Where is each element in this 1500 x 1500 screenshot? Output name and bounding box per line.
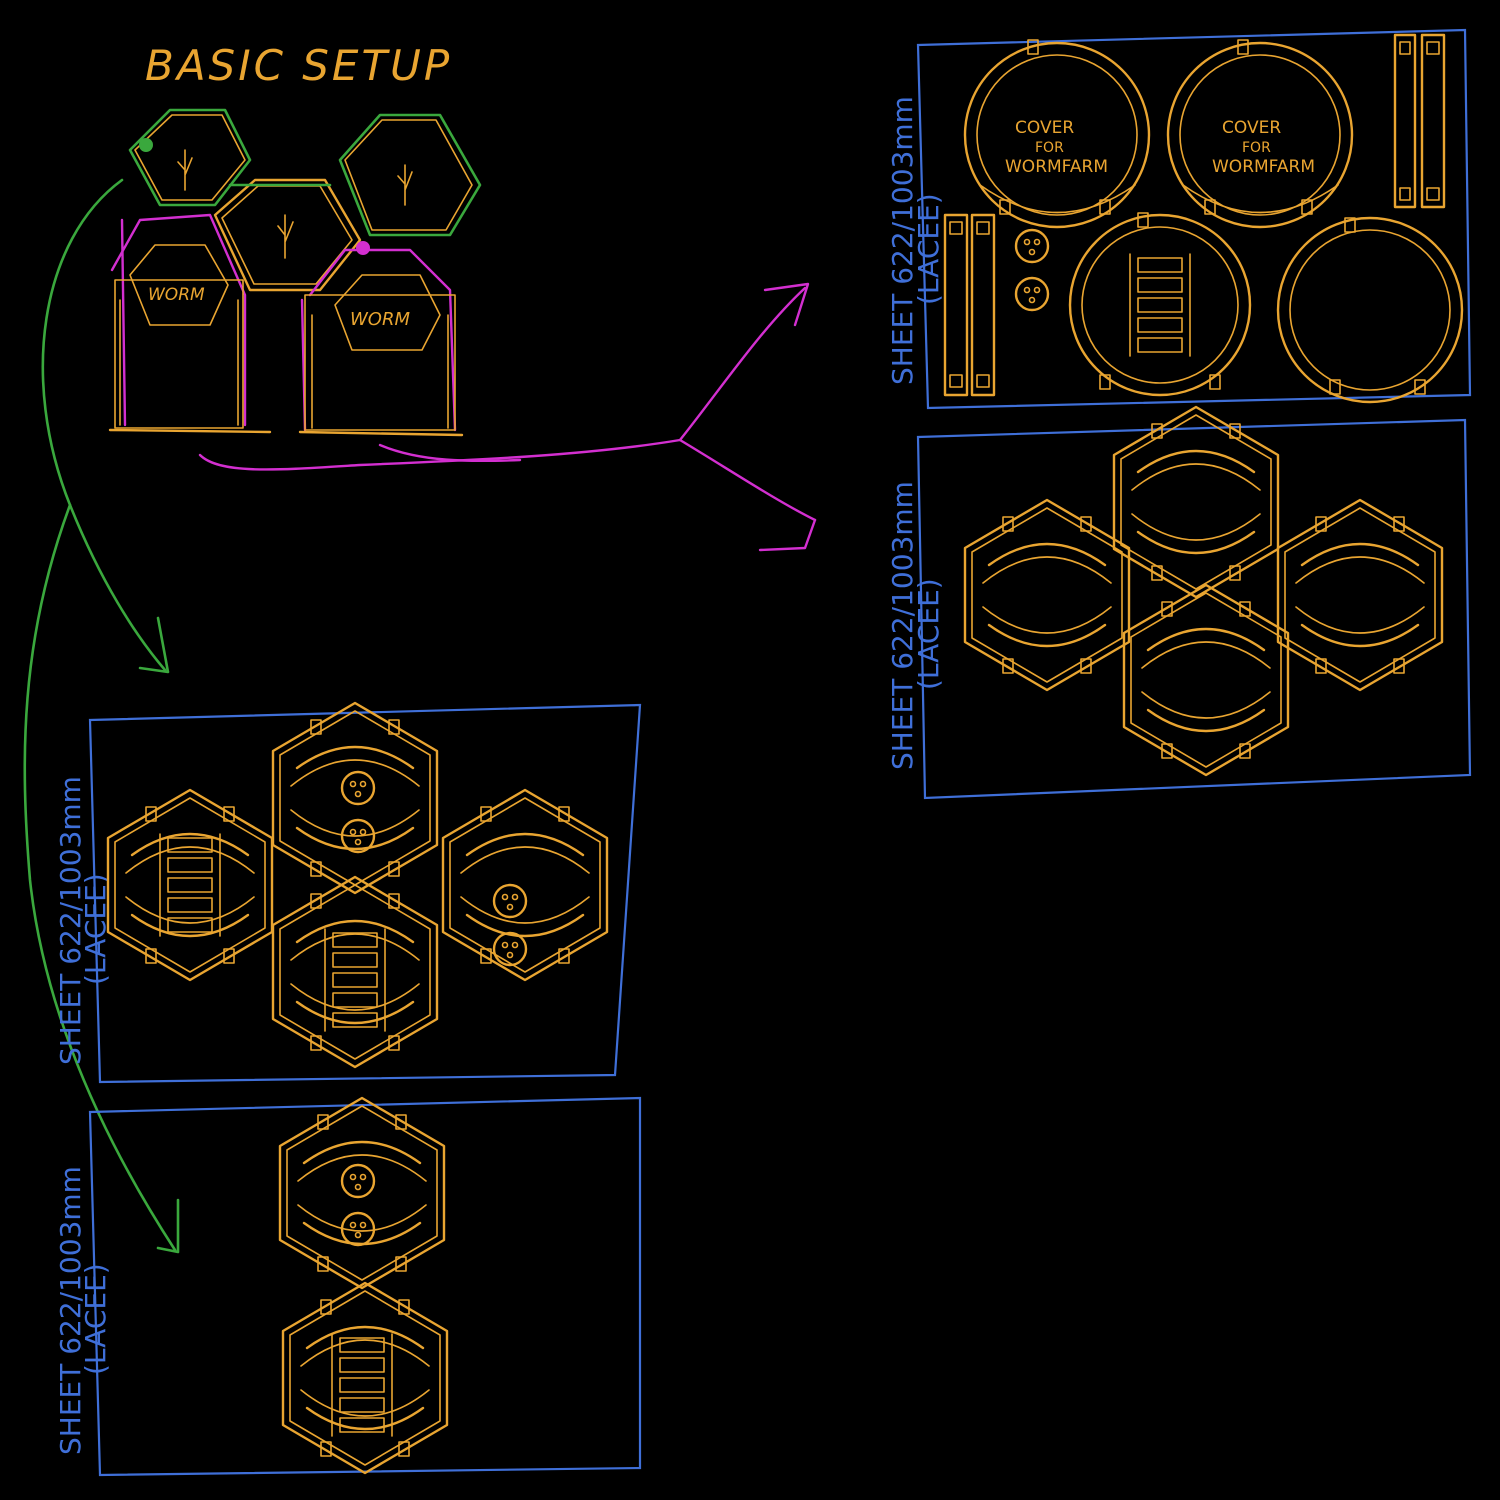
planter-hex-center xyxy=(213,178,362,292)
grates-small xyxy=(1014,228,1050,312)
sheet-d-label: SHEET 622/1003mm xyxy=(54,1166,87,1455)
cover-ring-2: COVER FOR WORMFARM xyxy=(1166,39,1354,229)
cover-ring-1: COVER FOR WORMFARM xyxy=(963,39,1151,229)
sheet-d: SHEET 622/1003mm (LACEE) xyxy=(54,1096,642,1477)
setup-title: BASIC SETUP xyxy=(145,41,452,90)
cover-text-2b: FOR xyxy=(1242,140,1271,156)
sheet-b-label: SHEET 622/1003mm xyxy=(886,481,919,770)
cover-text-2c: WORMFARM xyxy=(1212,157,1315,177)
hex-cell-d1 xyxy=(278,1096,446,1290)
worm-module-left: WORM xyxy=(108,213,272,434)
worm-path-arrows xyxy=(198,282,817,552)
side-strips-right xyxy=(1393,33,1446,209)
basic-setup: BASIC SETUP WORM xyxy=(108,41,482,437)
planter-hex-right xyxy=(338,113,482,237)
hex-cell-c4 xyxy=(271,875,439,1069)
plain-ring xyxy=(1276,216,1464,404)
hex-cell-b4 xyxy=(1122,583,1290,777)
sheet-c-label-sub: (LACEE) xyxy=(79,873,112,985)
sheet-b-label-sub: (LACEE) xyxy=(912,578,945,690)
planter-hex-left xyxy=(128,108,252,207)
cover-text-2a: COVER xyxy=(1222,118,1281,138)
planter-marker-dot xyxy=(139,138,153,152)
side-strips-left xyxy=(943,213,996,397)
sheet-d-label-sub: (LACEE) xyxy=(79,1263,112,1375)
hex-cell-b1 xyxy=(963,498,1131,692)
cover-text-1a: COVER xyxy=(1015,118,1074,138)
hex-cell-c3 xyxy=(441,788,609,982)
hex-cell-c1 xyxy=(106,788,274,982)
hex-cell-d2 xyxy=(281,1281,449,1475)
cover-text-1b: FOR xyxy=(1035,140,1064,156)
planter-path-arrows xyxy=(23,178,180,1254)
worm-label-right: WORM xyxy=(350,309,410,330)
cover-text-1c: WORMFARM xyxy=(1005,157,1108,177)
sheet-a-label: SHEET 622/1003mm xyxy=(886,96,919,385)
sheet-a-label-sub: (LACEE) xyxy=(912,193,945,305)
worm-module-right: WORM xyxy=(298,248,464,437)
sheet-b: SHEET 622/1003mm (LACEE) xyxy=(886,405,1472,800)
hex-cell-b3 xyxy=(1276,498,1444,692)
sheet-a: SHEET 622/1003mm (LACEE) COVER FOR WORMF… xyxy=(886,28,1472,410)
ring-with-ladder xyxy=(1068,212,1252,397)
sheet-c: SHEET 622/1003mm (LACEE) xyxy=(54,701,642,1084)
worm-label-left: WORM xyxy=(148,285,205,305)
sheet-c-label: SHEET 622/1003mm xyxy=(54,776,87,1065)
hex-cell-c2 xyxy=(271,701,439,895)
hex-cell-b2 xyxy=(1112,405,1280,599)
worm-marker-dot xyxy=(356,241,370,255)
